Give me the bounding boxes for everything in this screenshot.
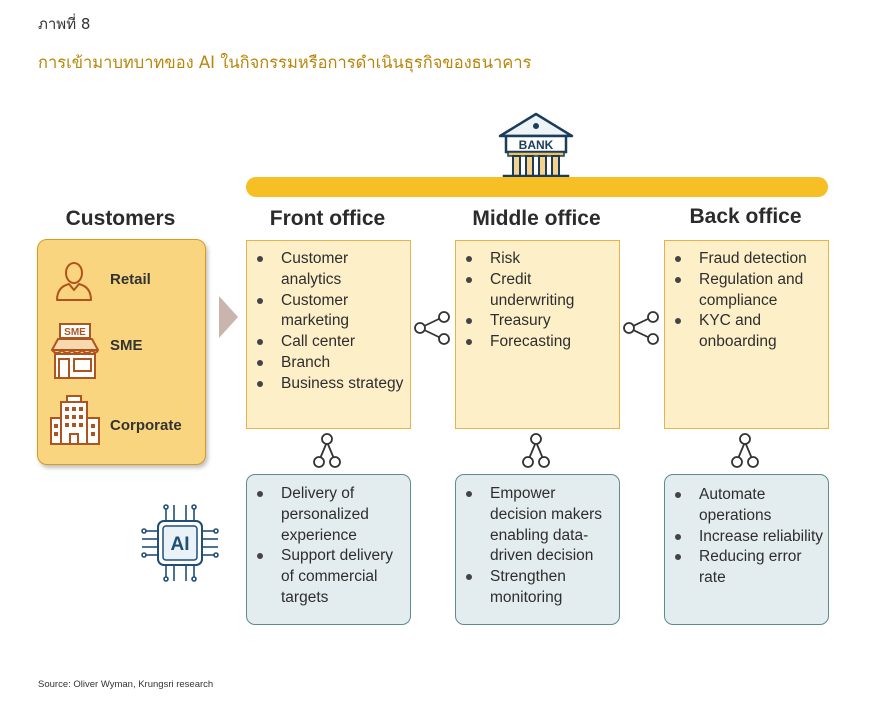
list-item: Fraud detection <box>665 249 828 270</box>
back-office-list: Fraud detection Regulation and complianc… <box>665 249 828 353</box>
sme-badge-text: SME <box>64 327 86 338</box>
list-item: Customer analytics <box>247 249 410 291</box>
customers-box: Retail SME SME <box>37 239 206 465</box>
customers-header: Customers <box>65 207 176 230</box>
back-office-ai-box: Automate operations Increase reliability… <box>664 474 829 625</box>
front-office-ai-list: Delivery of personalized experience Supp… <box>247 484 410 609</box>
ai-chip-icon: AI <box>140 503 220 588</box>
back-office-box: Fraud detection Regulation and complianc… <box>664 240 829 429</box>
bank-label: BANK <box>519 138 554 152</box>
figure-label: ภาพที่ 8 <box>38 15 91 33</box>
front-office-box: Customer analytics Customer marketing Ca… <box>246 240 411 429</box>
list-item: Forecasting <box>456 332 619 353</box>
front-office-ai-box: Delivery of personalized experience Supp… <box>246 474 411 625</box>
list-item: Business strategy <box>247 374 410 395</box>
sme-shop-icon: SME <box>50 322 100 385</box>
list-item: Credit underwriting <box>456 270 619 312</box>
middle-office-header: Middle office <box>472 207 601 230</box>
bank-bar <box>246 177 828 197</box>
list-item: Strengthen monitoring <box>456 567 615 609</box>
connector-tree-icon <box>731 433 759 474</box>
back-office-header: Back office <box>689 205 802 228</box>
front-office-list: Customer analytics Customer marketing Ca… <box>247 249 410 395</box>
list-item: Support delivery of commercial targets <box>247 546 406 608</box>
customer-retail-label: Retail <box>110 271 151 288</box>
arrow-right-icon <box>219 296 239 343</box>
building-icon <box>49 394 101 451</box>
customer-sme-label: SME <box>110 337 143 354</box>
list-item: Regulation and compliance <box>665 270 828 312</box>
connector-tree-icon <box>522 433 550 474</box>
customer-corporate-label: Corporate <box>110 417 182 434</box>
list-item: Customer marketing <box>247 291 410 333</box>
middle-office-ai-list: Empower decision makers enabling data-dr… <box>456 484 619 609</box>
middle-office-list: Risk Credit underwriting Treasury Foreca… <box>456 249 619 353</box>
list-item: Empower decision makers enabling data-dr… <box>456 484 615 567</box>
list-item: Reducing error rate <box>665 547 824 589</box>
list-item: KYC and onboarding <box>665 311 828 353</box>
connector-share-icon <box>621 311 661 350</box>
list-item: Risk <box>456 249 619 270</box>
list-item: Treasury <box>456 311 619 332</box>
front-office-header: Front office <box>269 207 386 230</box>
back-office-ai-list: Automate operations Increase reliability… <box>665 485 828 589</box>
figure-title: การเข้ามาบทบาทของ AI ในกิจกรรมหรือการดำเ… <box>38 53 532 72</box>
connector-tree-icon <box>313 433 341 474</box>
list-item: Branch <box>247 353 410 374</box>
person-icon <box>53 260 95 307</box>
list-item: Call center <box>247 332 410 353</box>
connector-share-icon <box>412 311 452 350</box>
ai-chip-label: AI <box>171 534 190 555</box>
list-item: Delivery of personalized experience <box>247 484 406 546</box>
source-note: Source: Oliver Wyman, Krungsri research <box>38 679 214 690</box>
list-item: Increase reliability <box>665 527 824 548</box>
list-item: Automate operations <box>665 485 824 527</box>
middle-office-ai-box: Empower decision makers enabling data-dr… <box>455 474 620 625</box>
middle-office-box: Risk Credit underwriting Treasury Foreca… <box>455 240 620 429</box>
